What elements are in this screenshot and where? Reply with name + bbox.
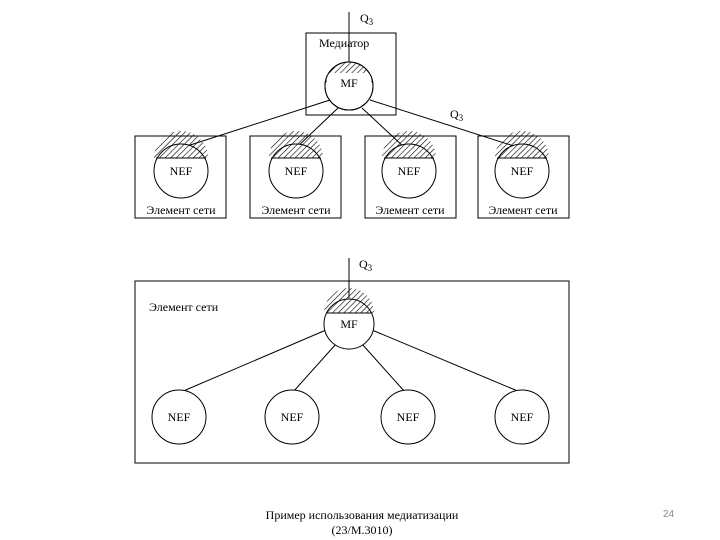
- mf-node-label: MF: [340, 317, 358, 331]
- branch-line: [369, 99, 521, 149]
- caption-line-1: Пример использования медиатизации: [265, 508, 459, 522]
- bottom-diagram: Q3 Элемент сети MF NEF NEF NEF: [134, 257, 570, 464]
- branch-line: [371, 329, 521, 393]
- network-element: NEF Элемент сети: [134, 131, 227, 219]
- nef-node-label: NEF: [398, 164, 421, 178]
- q3-label-side: Q3: [450, 107, 464, 123]
- nef-node-label: NEF: [168, 410, 191, 424]
- nef-node: NEF: [494, 389, 550, 445]
- nef-node-label: NEF: [281, 410, 304, 424]
- page-number: 24: [663, 509, 675, 520]
- nef-node-label: NEF: [170, 164, 193, 178]
- mf-node-label: MF: [340, 76, 358, 90]
- network-element: NEF Элемент сети: [364, 131, 457, 219]
- nef-node: NEF: [151, 389, 207, 445]
- q3-label-top: Q3: [360, 11, 374, 27]
- nef-node-label: NEF: [511, 410, 534, 424]
- caption-line-2: (23/M.3010): [331, 523, 393, 537]
- branch-line: [180, 99, 331, 149]
- nef-node: NEF: [380, 389, 436, 445]
- mediator-box: [305, 32, 397, 116]
- network-element-container: [134, 280, 570, 464]
- figure-caption: Пример использования медиатизации (23/M.…: [232, 508, 492, 538]
- branch-line: [361, 343, 406, 393]
- q3-label-bottom: Q3: [359, 257, 373, 273]
- branch-line: [292, 343, 337, 393]
- network-element: NEF Элемент сети: [477, 131, 570, 219]
- network-element-label: Элемент сети: [488, 203, 558, 217]
- network-element-label: Элемент сети: [375, 203, 445, 217]
- network-element: NEF Элемент сети: [249, 131, 342, 219]
- top-diagram: Q3 Медиатор Q3 MF NEF Элемент с: [134, 11, 570, 219]
- network-element-label: Элемент сети: [261, 203, 331, 217]
- mf-node-bottom: MF: [323, 288, 375, 350]
- mediator-label: Медиатор: [319, 36, 369, 50]
- mf-node: MF: [324, 61, 374, 111]
- nef-node-label: NEF: [285, 164, 308, 178]
- nef-node-label: NEF: [511, 164, 534, 178]
- nef-node-label: NEF: [397, 410, 420, 424]
- container-label: Элемент сети: [149, 300, 219, 314]
- branch-line: [180, 329, 327, 393]
- nef-node: NEF: [264, 389, 320, 445]
- network-element-label: Элемент сети: [146, 203, 216, 217]
